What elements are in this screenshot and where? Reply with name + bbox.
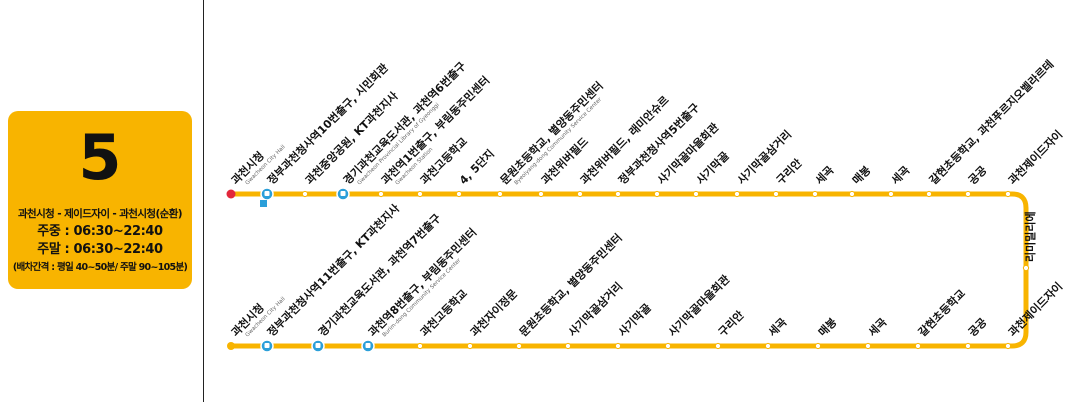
station-dot (692, 190, 700, 198)
station-name: 매봉 (849, 163, 873, 187)
weekend-hours-value: 06:30~22:40 (73, 242, 163, 257)
weekday-hours-value: 06:30~22:40 (73, 224, 163, 239)
start-marker (226, 189, 236, 199)
station-name: 세곡 (865, 315, 889, 339)
station-name: 과천제이드자이 (1005, 127, 1065, 187)
station-dot (576, 190, 584, 198)
station-name: 과천제이드자이 (1005, 279, 1065, 339)
station-dot (925, 190, 933, 198)
station-name: 구리안 (773, 156, 804, 187)
station-label: 과천자이정문 (467, 286, 520, 339)
station-name: 과천역8번출구, 부림동주민센터 (365, 225, 479, 339)
station-name: 과천자이정문 (467, 286, 520, 339)
station-dot (664, 342, 672, 350)
station-dot (814, 342, 822, 350)
station-dot (416, 342, 424, 350)
station-dot (764, 342, 772, 350)
station-label: 사기막골 (615, 301, 654, 340)
station-name: 세곡 (765, 315, 789, 339)
station-name: 공공 (966, 316, 990, 340)
station-label: 과천제이드자이 (1005, 279, 1065, 339)
station-dot (811, 190, 819, 198)
info-icon (260, 200, 267, 207)
station-dot (964, 342, 972, 350)
weekend-label: 주말 (37, 242, 61, 257)
station-dot (964, 190, 972, 198)
route-interval: (배차간격 : 평일 40~50분/ 주말 90~105분) (12, 262, 188, 273)
route-path: 과천시청 - 제이드자이 - 과천시청(순환) (17, 208, 183, 220)
station-label: 문원초등학교, 별양동주민센터 (516, 231, 625, 340)
station-name: 갈현초등학교, 과천푸르지오벨라르테 (926, 57, 1056, 187)
subway-train-icon (340, 191, 346, 196)
station-dot (416, 190, 424, 198)
station-dot (887, 190, 895, 198)
subway-train-icon (264, 343, 270, 348)
station-label: 세곡 (865, 315, 889, 339)
station-label: 세곡 (765, 315, 789, 339)
station-label: 4, 5단지 (456, 146, 497, 187)
weekday-label: 주중 (37, 224, 61, 239)
station-label: 사기막골 (693, 149, 732, 188)
subway-train-icon (264, 191, 270, 196)
station-dot (733, 190, 741, 198)
station-name: 공공 (966, 164, 990, 188)
station-dot (564, 342, 572, 350)
subway-train-icon (315, 343, 321, 348)
station-name: 사기막골 (615, 301, 654, 340)
station-dot (515, 342, 523, 350)
station-dot (537, 190, 545, 198)
weekend-hours: 주말 : 06:30~22:40 (37, 242, 163, 257)
station-label: 세곡 (888, 163, 912, 187)
weekday-hours: 주중 : 06:30~22:40 (37, 224, 163, 239)
station-name: 갈현초등학교 (915, 286, 968, 339)
station-label: 세곡 (812, 163, 836, 187)
station-dot (455, 190, 463, 198)
station-dot (848, 190, 856, 198)
station-name: 4, 5단지 (456, 146, 497, 187)
station-label: 과천제이드자이 (1005, 127, 1065, 187)
station-dot (714, 342, 722, 350)
station-label: 매봉 (849, 163, 873, 187)
station-dot (466, 342, 474, 350)
station-dot (1004, 190, 1012, 198)
station-dot (614, 190, 622, 198)
station-label: 갈현초등학교 (915, 286, 968, 339)
station-name: 문원초등학교, 별양동주민센터 (516, 231, 625, 340)
vertical-divider (203, 0, 204, 402)
end-marker (227, 342, 235, 350)
station-label: 리미밀리에 (1023, 211, 1037, 262)
route-number: 5 (78, 121, 122, 194)
station-dot (653, 190, 661, 198)
station-name: 구리안 (715, 308, 746, 339)
station-name: 세곡 (812, 163, 836, 187)
station-label: 갈현초등학교, 과천푸르지오벨라르테 (926, 57, 1056, 187)
subway-train-icon (365, 343, 371, 348)
station-name: 세곡 (888, 163, 912, 187)
station-label: 구리안 (715, 308, 746, 339)
stations (226, 187, 1030, 353)
station-label: 공공 (966, 164, 990, 188)
station-name: 사기막골 (693, 149, 732, 188)
station-dot (1022, 264, 1030, 272)
station-label: 매봉 (815, 315, 839, 339)
station-dot (496, 190, 504, 198)
station-dot (772, 190, 780, 198)
station-label: 공공 (966, 316, 990, 340)
station-dot (377, 190, 385, 198)
station-label: 구리안 (773, 156, 804, 187)
station-dot (301, 190, 309, 198)
station-dot (614, 342, 622, 350)
station-name: 리미밀리에 (1023, 211, 1037, 262)
route-info-card: 5 과천시청 - 제이드자이 - 과천시청(순환) 주중 : 06:30~22:… (8, 111, 192, 289)
station-dot (1004, 342, 1012, 350)
station-name: 매봉 (815, 315, 839, 339)
station-dot (914, 342, 922, 350)
station-dot (864, 342, 872, 350)
